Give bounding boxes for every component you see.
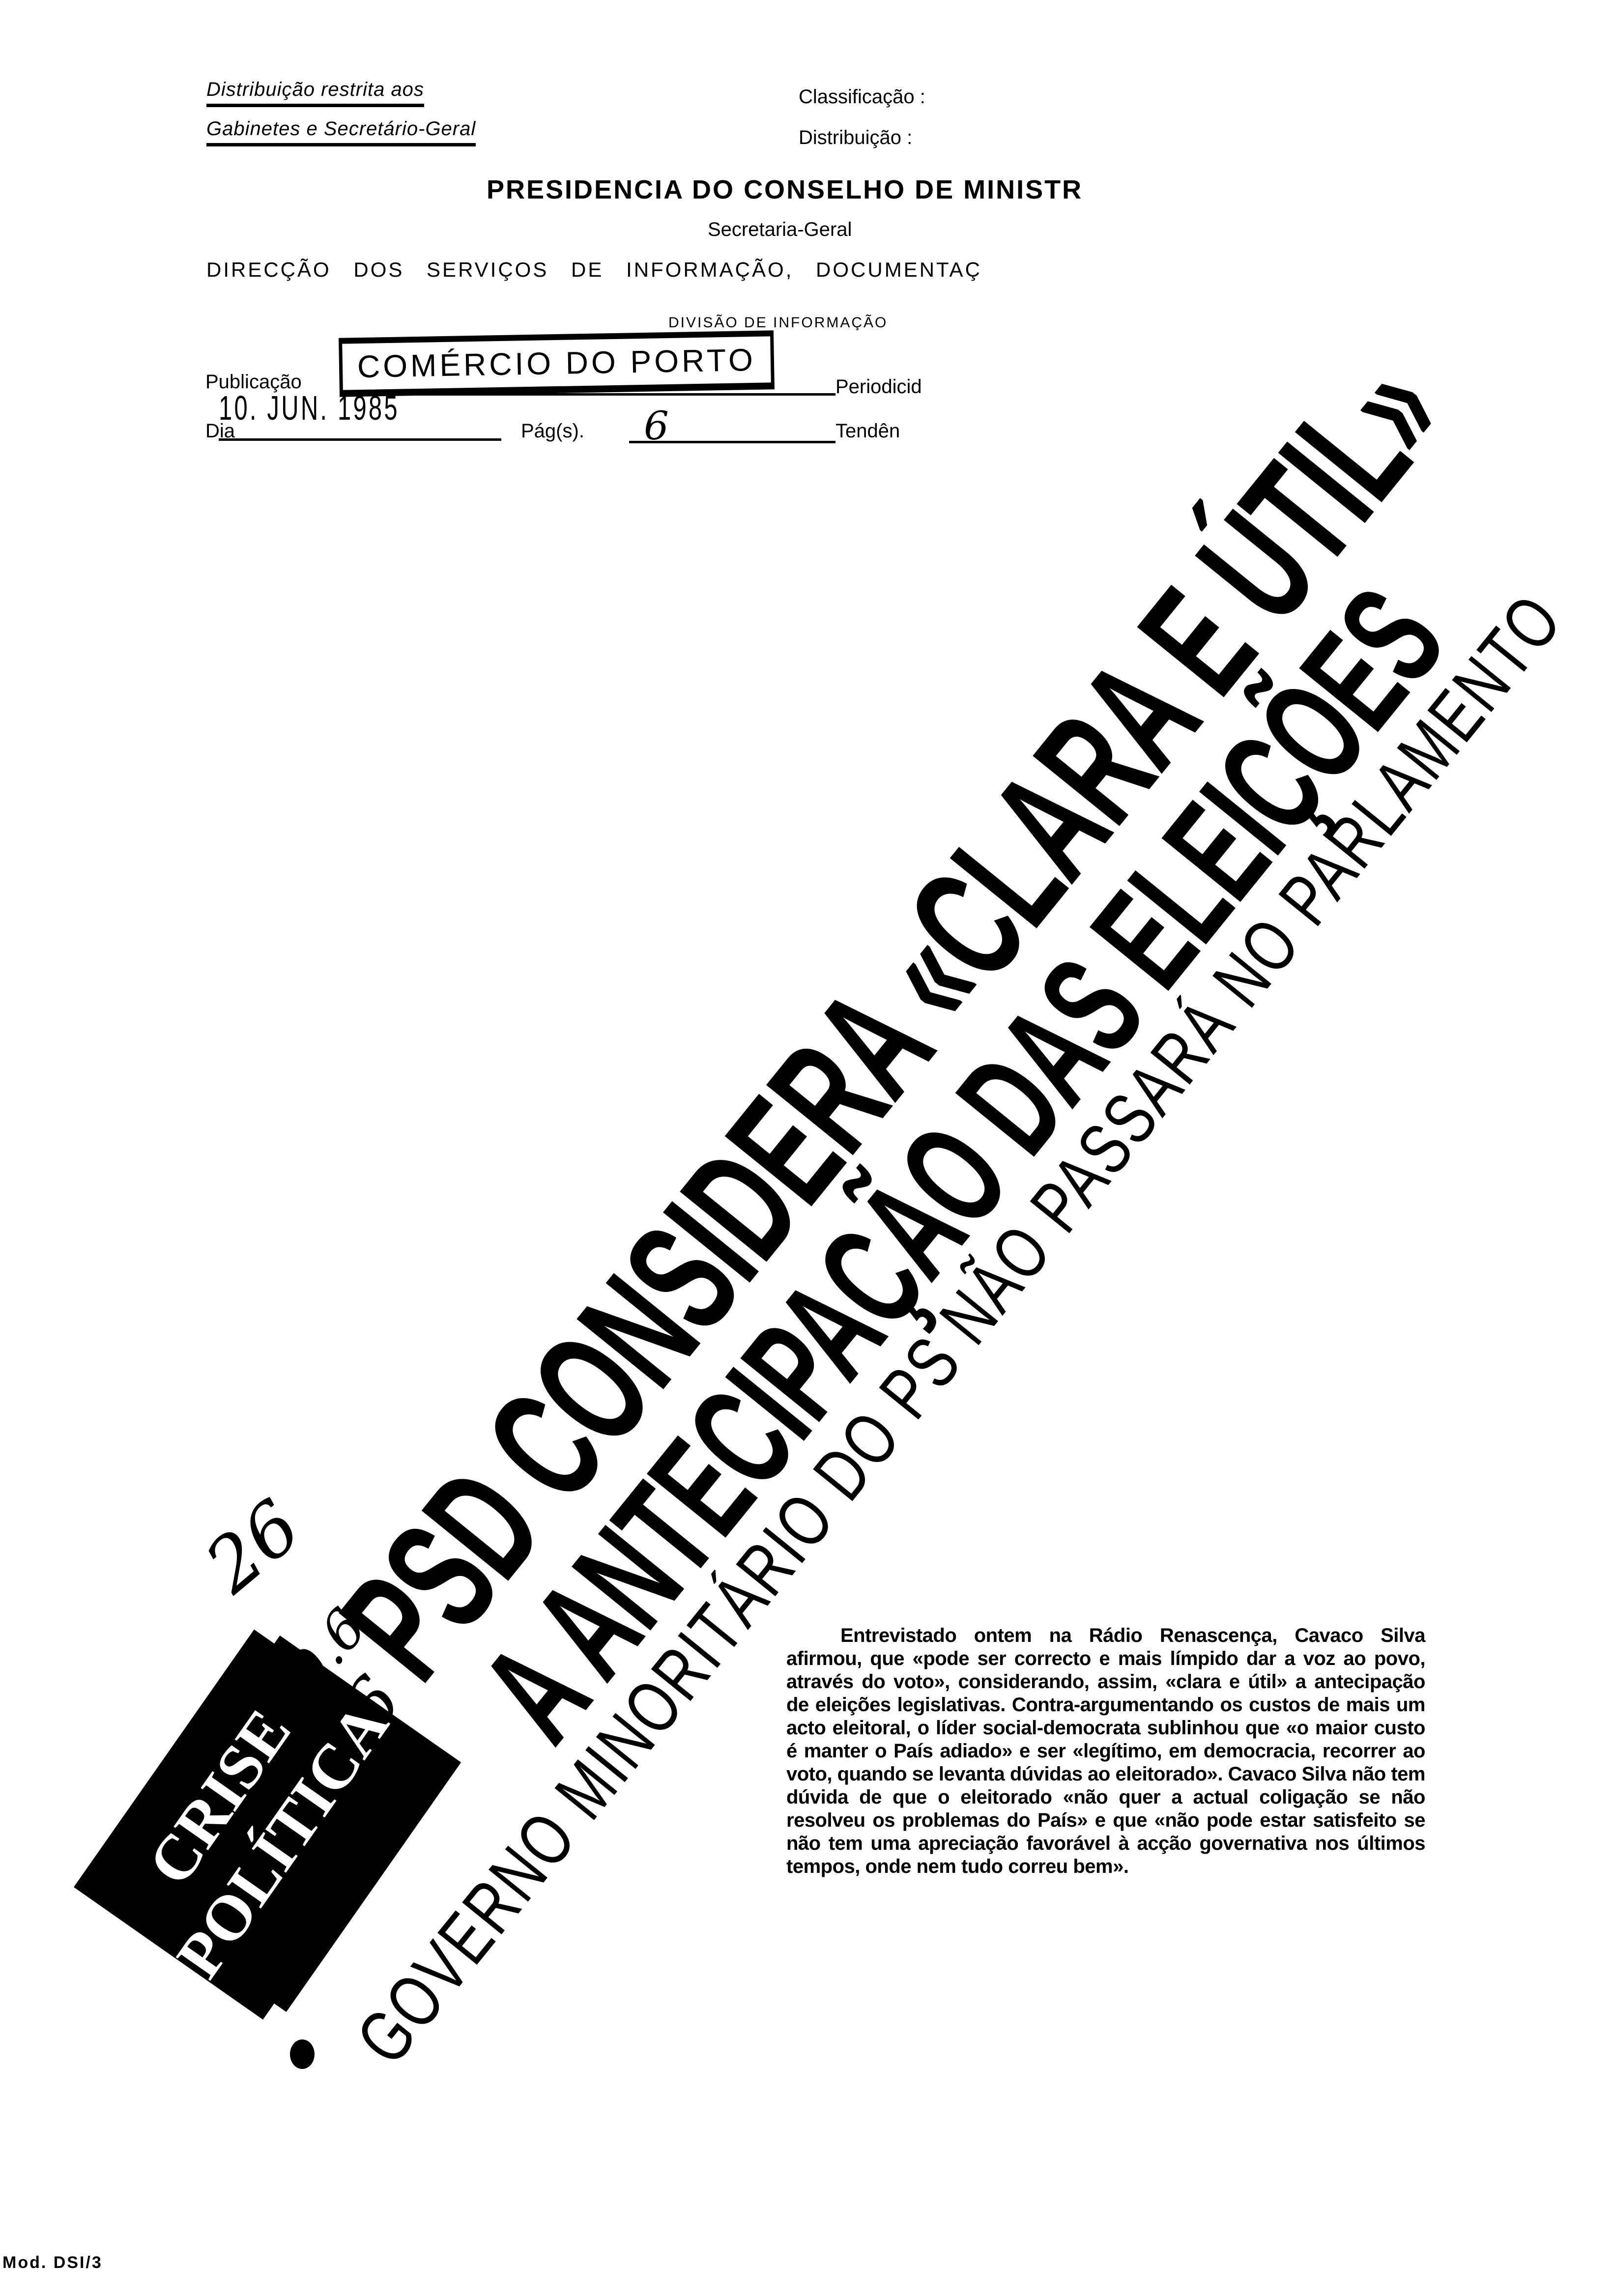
headline-line1-text: PSD CONSIDERA «CLARA E ÚTIL» bbox=[307, 325, 1477, 1710]
organization-title: PRESIDENCIA DO CONSELHO DE MINISTR bbox=[487, 175, 1083, 204]
distribution-restriction-line1: Distribuição restrita aos bbox=[206, 79, 424, 107]
dia-field-line bbox=[219, 438, 501, 441]
direccao-line: DIRECÇÃO DOS SERVIÇOS DE INFORMAÇÃO, DOC… bbox=[206, 258, 982, 281]
date-stamp: 10. JUN. 1985 bbox=[219, 389, 400, 427]
pags-label: Pág(s). bbox=[521, 420, 584, 442]
periodicidade-label: Periodicid bbox=[835, 376, 922, 398]
distribution-restriction-line2: Gabinetes e Secretário-Geral bbox=[206, 118, 476, 146]
publicacao-label: Publicação bbox=[205, 371, 302, 393]
handwritten-annotation-1: 26 bbox=[190, 1484, 317, 1609]
article-paragraph: Entrevistado ontem na Rádio Renascença, … bbox=[786, 1625, 1426, 1877]
pags-field-line bbox=[629, 441, 835, 443]
form-code: Mod. DSI/3 bbox=[2, 2253, 103, 2272]
bullet-dot-icon bbox=[290, 2039, 315, 2069]
publication-stamp: COMÉRCIO DO PORTO bbox=[339, 330, 775, 397]
organization-subtitle: Secretaria-Geral bbox=[708, 219, 852, 240]
distribuicao-label: Distribuição : bbox=[799, 127, 913, 148]
tendencia-label: Tendên bbox=[835, 420, 900, 442]
classificacao-label: Classificação : bbox=[799, 86, 925, 108]
divisao-label: DIVISÃO DE INFORMAÇÃO bbox=[668, 315, 888, 331]
publicacao-field-line bbox=[344, 393, 835, 396]
dia-label: Dia bbox=[205, 420, 235, 442]
article-body: Entrevistado ontem na Rádio Renascença, … bbox=[786, 1624, 1426, 1878]
headline-line1: PSD CONSIDERA «CLARA E ÚTIL» bbox=[307, 0, 1612, 1710]
headline-line2-text: A ANTECIPAÇÃO DAS ELEIÇÕES bbox=[450, 560, 1474, 1770]
